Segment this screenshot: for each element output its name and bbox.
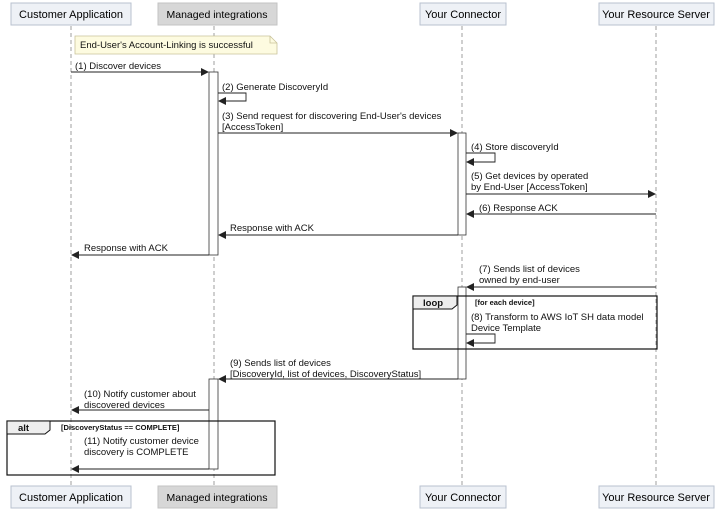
message-label: (5) Get devices by operated: [471, 171, 588, 182]
loop-keyword: loop: [423, 298, 443, 309]
message-label: discovery is COMPLETE: [84, 447, 189, 458]
message-label: Response with ACK: [230, 223, 315, 234]
participant-label: Managed integrations: [167, 492, 268, 504]
activation-your-connector-2: [457, 286, 467, 380]
message-label: (9) Sends list of devices: [230, 358, 331, 369]
message-1-discover-devices: (1) Discover devices: [71, 61, 209, 76]
message-11-notify-complete: (11) Notify customer device discovery is…: [71, 436, 209, 473]
message-label: (2) Generate DiscoveryId: [222, 82, 328, 93]
loop-fragment: loop [for each device]: [412, 295, 658, 350]
message-4-store-discoveryid: (4) Store discoveryId: [466, 142, 559, 166]
message-label: owned by end-user: [479, 275, 560, 286]
participant-managed-integrations-bottom: Managed integrations: [157, 485, 278, 509]
participant-customer-application-bottom: Customer Application: [10, 485, 132, 509]
alt-fragment: alt [DiscoveryStatus == COMPLETE]: [6, 420, 276, 476]
participant-label: Your Connector: [425, 492, 501, 504]
message-8-transform: (8) Transform to AWS IoT SH data model D…: [466, 312, 644, 347]
participant-customer-application-top: Customer Application: [10, 2, 132, 26]
message-label: by End-User [AccessToken]: [471, 182, 588, 193]
alt-guard: [DiscoveryStatus == COMPLETE]: [61, 423, 180, 432]
participant-label: Your Resource Server: [602, 492, 710, 504]
message-3-send-request: (3) Send request for discovering End-Use…: [218, 111, 458, 137]
message-5-get-devices: (5) Get devices by operated by End-User …: [466, 171, 656, 198]
activation-managed-integrations-2: [208, 378, 219, 470]
participant-your-connector-top: Your Connector: [419, 2, 507, 26]
message-label: (7) Sends list of devices: [479, 264, 580, 275]
message-label: [AccessToken]: [222, 122, 283, 133]
message-label: Device Template: [471, 323, 541, 334]
alt-keyword: alt: [18, 423, 30, 434]
participant-label: Your Connector: [425, 9, 501, 21]
participant-your-resource-server-bottom: Your Resource Server: [598, 485, 715, 509]
message-label: (11) Notify customer device: [84, 436, 199, 447]
message-label: (3) Send request for discovering End-Use…: [222, 111, 442, 122]
message-label: (1) Discover devices: [75, 61, 161, 72]
message-label: discovered devices: [84, 400, 165, 411]
message-label: (6) Response ACK: [479, 203, 558, 214]
message-7-sends-list-of-devices: (7) Sends list of devices owned by end-u…: [466, 264, 656, 291]
message-label: (8) Transform to AWS IoT SH data model: [471, 312, 644, 323]
message-2-generate-discoveryid: (2) Generate DiscoveryId: [218, 82, 328, 105]
participant-your-resource-server-top: Your Resource Server: [598, 2, 715, 26]
participant-label: Managed integrations: [167, 9, 268, 21]
participant-your-connector-bottom: Your Connector: [419, 485, 507, 509]
loop-guard: [for each device]: [475, 298, 535, 307]
participant-label: Your Resource Server: [602, 9, 710, 21]
note-text: End-User's Account-Linking is successful: [80, 40, 253, 51]
message-label: Response with ACK: [84, 243, 169, 254]
participant-label: Customer Application: [19, 9, 123, 21]
message-label: (4) Store discoveryId: [471, 142, 559, 153]
message-response-with-ack-2: Response with ACK: [71, 243, 209, 259]
activation-managed-integrations-1: [208, 71, 219, 256]
message-label: [DiscoveryId, list of devices, Discovery…: [230, 369, 421, 380]
message-9-sends-list-of-devices: (9) Sends list of devices [DiscoveryId, …: [218, 358, 458, 383]
activation-your-connector-1: [457, 132, 467, 236]
message-response-with-ack-1: Response with ACK: [218, 223, 458, 239]
participant-managed-integrations-top: Managed integrations: [157, 2, 278, 26]
message-6-response-ack: (6) Response ACK: [466, 203, 656, 218]
message-10-notify-customer: (10) Notify customer about discovered de…: [71, 389, 209, 414]
message-label: (10) Notify customer about: [84, 389, 196, 400]
participant-label: Customer Application: [19, 492, 123, 504]
account-linking-note: End-User's Account-Linking is successful: [74, 35, 278, 55]
